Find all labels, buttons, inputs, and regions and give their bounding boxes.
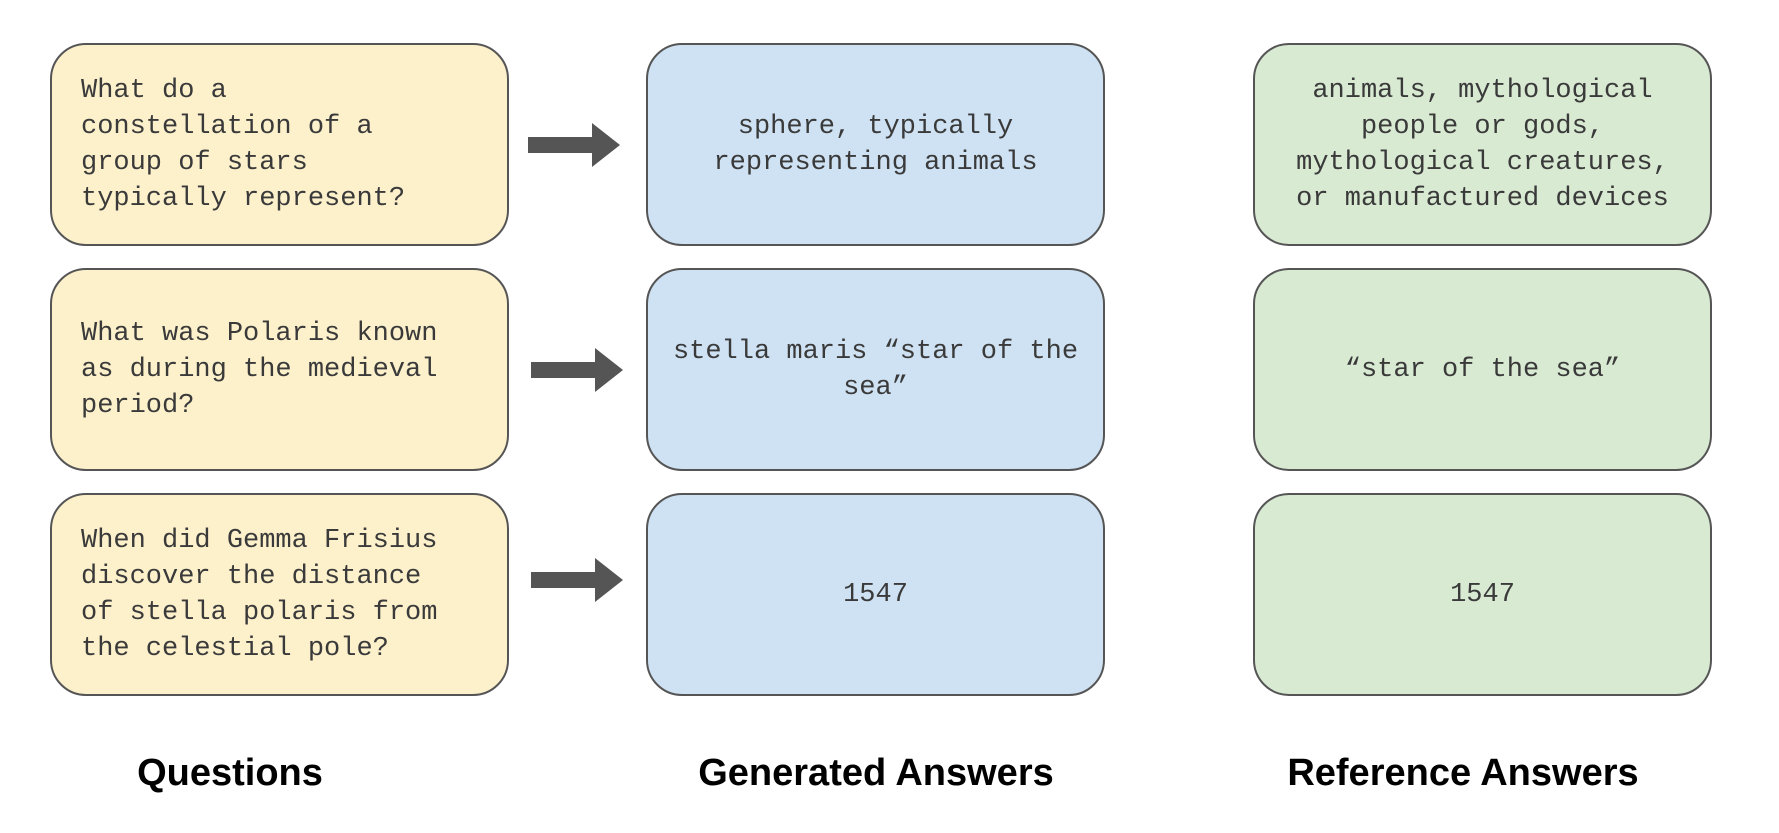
reference-answer-box: 1547 bbox=[1253, 493, 1712, 696]
reference-answer-text: “star of the sea” bbox=[1344, 354, 1621, 385]
generated-answer-box: sphere, typically representing animals bbox=[646, 43, 1105, 246]
question-box: What was Polaris known as during the med… bbox=[50, 268, 509, 471]
question-text: When did Gemma Frisius discover the dist… bbox=[81, 525, 438, 664]
reference-answer-box: “star of the sea” bbox=[1253, 268, 1712, 471]
question-text: What do a constellation of a group of st… bbox=[81, 75, 406, 214]
generated-answer-text: sphere, typically representing animals bbox=[713, 111, 1038, 178]
right-arrow-icon bbox=[531, 558, 623, 602]
generated-answers-label: Generated Answers bbox=[698, 752, 1054, 794]
reference-answer-text: animals, mythological people or gods, my… bbox=[1296, 75, 1669, 214]
generated-answer-text: stella maris “star of the sea” bbox=[672, 336, 1079, 403]
right-arrow-icon bbox=[528, 123, 620, 167]
reference-answers-label: Reference Answers bbox=[1287, 752, 1639, 794]
question-text: What was Polaris known as during the med… bbox=[81, 318, 438, 421]
reference-answer-text: 1547 bbox=[1450, 579, 1515, 610]
question-box: What do a constellation of a group of st… bbox=[50, 43, 509, 246]
question-box: When did Gemma Frisius discover the dist… bbox=[50, 493, 509, 696]
generated-answer-text: 1547 bbox=[843, 579, 908, 610]
reference-answer-box: animals, mythological people or gods, my… bbox=[1253, 43, 1712, 246]
generated-answer-box: 1547 bbox=[646, 493, 1105, 696]
generated-answer-box: stella maris “star of the sea” bbox=[646, 268, 1105, 471]
questions-label: Questions bbox=[137, 752, 323, 794]
right-arrow-icon bbox=[531, 348, 623, 392]
